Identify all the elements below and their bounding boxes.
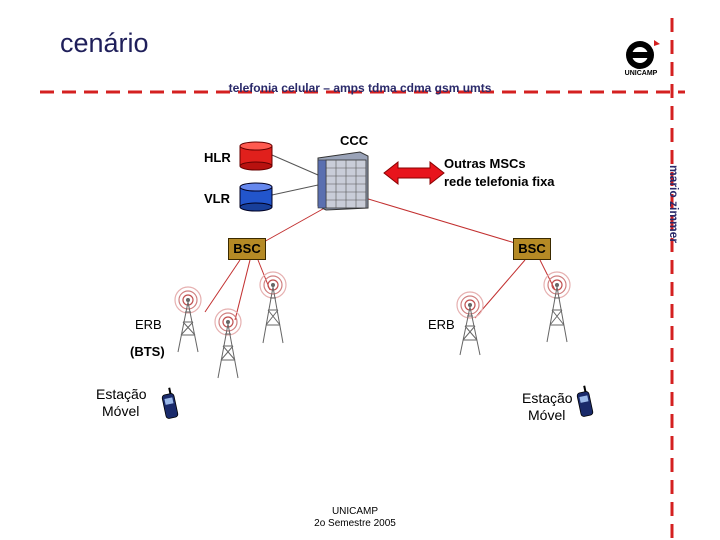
unicamp-logo	[626, 40, 660, 69]
page-title: cenário	[60, 28, 149, 58]
double-arrow-icon	[383, 160, 445, 186]
author-side-label: mario zimmer	[667, 165, 681, 244]
mobile-right-label-1: Estação	[522, 390, 573, 406]
footer: UNICAMP 2o Semestre 2005	[290, 506, 420, 530]
vlr-database-icon	[239, 182, 273, 212]
link-msc-bsc-left	[261, 204, 331, 244]
hlr-label: HLR	[204, 150, 231, 165]
link-vlr-msc	[271, 184, 319, 196]
bsc-left-box: BSC	[228, 238, 266, 260]
vlr-label: VLR	[204, 191, 230, 206]
mobile-right-label-2: Móvel	[528, 407, 566, 423]
ccc-label: CCC	[340, 133, 369, 148]
link-msc-bsc-right	[364, 197, 516, 244]
link-hlr-msc	[271, 154, 319, 176]
mobile-phone-icon-right	[576, 385, 594, 417]
erb-right-label: ERB	[428, 317, 455, 332]
other-mscs-label: Outras MSCs	[444, 156, 526, 171]
erb-left-label: ERB	[135, 317, 162, 332]
link-bsc-left-erb-1	[204, 259, 241, 313]
fixed-network-label: rede telefonia fixa	[444, 174, 555, 189]
antenna-tower-icon	[174, 271, 571, 379]
msc-server-icon	[317, 151, 369, 211]
logo-text: UNICAMP	[624, 70, 658, 77]
page-subtitle: telefonia celular – amps tdma cdma gsm u…	[228, 81, 492, 95]
mobile-phone-icon-left	[161, 387, 179, 419]
link-bsc-right-erb-1	[474, 259, 526, 319]
mobile-left-label-1: Estação	[96, 386, 147, 402]
footer-line-2: 2o Semestre 2005	[314, 518, 396, 529]
mobile-left-label-2: Móvel	[102, 403, 140, 419]
bsc-right-box: BSC	[513, 238, 551, 260]
hlr-database-icon	[239, 141, 273, 171]
bts-label: (BTS)	[130, 344, 165, 359]
link-bsc-left-erb-2	[234, 259, 251, 321]
footer-line-1: UNICAMP	[331, 506, 379, 517]
